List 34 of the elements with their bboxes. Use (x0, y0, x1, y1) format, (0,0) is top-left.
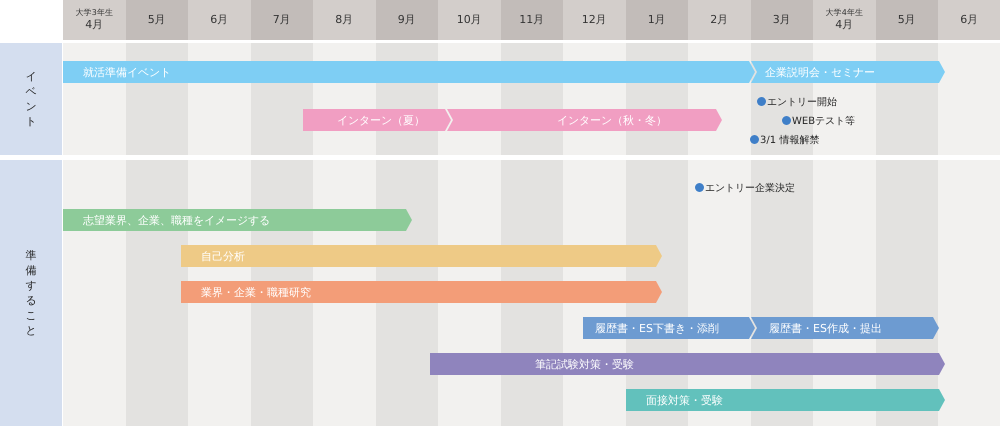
month-label: 5月 (148, 13, 166, 27)
milestone-label: 3/1 情報解禁 (760, 134, 820, 146)
month-label: 1月 (648, 13, 666, 27)
milestone-label: エントリー企業決定 (705, 182, 795, 194)
timeline-bar: 業界・企業・職種研究 (181, 281, 662, 303)
month-label: 8月 (335, 13, 354, 27)
row-header: イベント (0, 43, 62, 155)
month-label: 10月 (456, 13, 482, 27)
milestone-label: WEBテスト等 (792, 114, 856, 127)
month-label: 4月 (85, 18, 104, 32)
timeline-bar: インターン（秋・冬） (447, 109, 722, 131)
timeline-bar: 企業説明会・セミナー (751, 61, 945, 83)
year-label: 大学3年生 (76, 8, 113, 18)
timeline-bar: 就活準備イベント (63, 61, 755, 83)
month-label: 6月 (210, 13, 228, 27)
row-header: 準備すること (0, 160, 62, 426)
timeline-bar: 履歴書・ES下書き・添削 (583, 317, 755, 339)
month-label: 6月 (960, 13, 978, 27)
month-label: 9月 (398, 13, 416, 27)
timeline-bar: 履歴書・ES作成・提出 (751, 317, 939, 339)
year-label: 大学4年生 (826, 8, 863, 18)
timeline-bar: 自己分析 (181, 245, 662, 267)
month-label: 11月 (519, 13, 544, 27)
month-label: 2月 (710, 13, 728, 27)
month-label: 12月 (582, 13, 607, 27)
timeline-bar: 面接対策・受験 (626, 389, 945, 411)
month-label: 3月 (772, 13, 791, 27)
timeline-bar: 志望業界、企業、職種をイメージする (63, 209, 412, 231)
timeline-bar: インターン（夏） (303, 109, 451, 131)
timeline-bar: 筆記試験対策・受験 (430, 353, 945, 375)
month-label: 7月 (272, 13, 291, 27)
month-label: 4月 (835, 18, 854, 32)
milestone-label: エントリー開始 (767, 96, 837, 108)
month-label: 5月 (898, 13, 916, 27)
